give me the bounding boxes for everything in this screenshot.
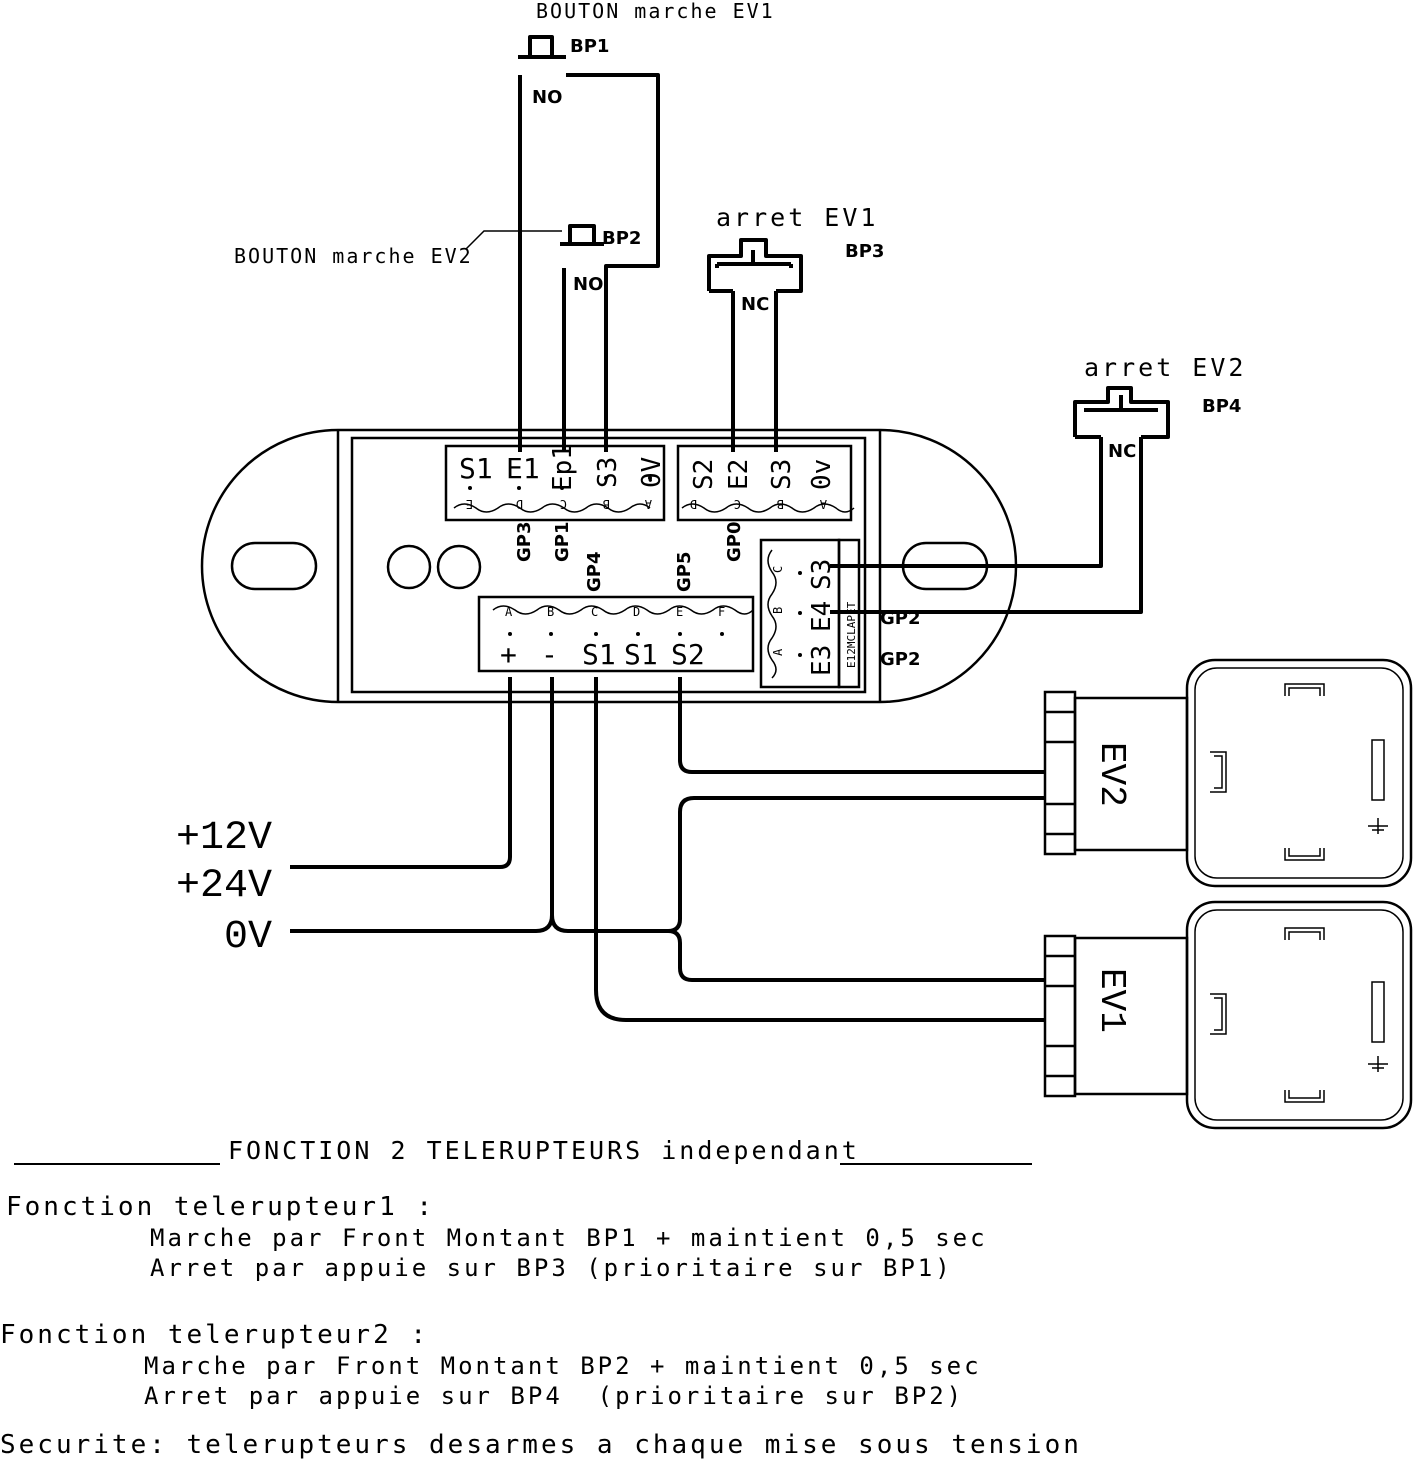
function2-line2: Arret par appuie sur BP4 (prioritaire su… xyxy=(144,1382,965,1410)
bp2-label: BP2 xyxy=(602,228,641,249)
letter-f-bottom: F xyxy=(718,605,725,619)
letter-b-side: B xyxy=(771,607,785,614)
letter-b-bottom: B xyxy=(547,605,554,619)
terminal-block-top-right xyxy=(676,444,855,522)
title-rule-right xyxy=(840,1163,1032,1165)
bp4-pushbutton-nc-icon xyxy=(1073,386,1170,439)
terminal-e1-top: E1 xyxy=(506,452,540,485)
gp1-label: GP1 xyxy=(552,522,573,563)
notes-title: FONCTION 2 TELERUPTEURS independant xyxy=(228,1136,860,1165)
terminal-s2-top: S2 xyxy=(689,459,719,490)
bp4-nc-label: NC xyxy=(1108,441,1136,462)
letter-e-top: E xyxy=(466,497,473,511)
terminal-s1-top: S1 xyxy=(459,452,493,485)
gp2-label-2: GP2 xyxy=(880,649,921,670)
terminal-plus-bottom: + xyxy=(500,638,517,671)
supply-0v-label: 0V xyxy=(224,915,272,960)
valve-ev2-label: EV2 xyxy=(1091,742,1132,807)
function1-heading: Fonction telerupteur1 : xyxy=(6,1192,436,1222)
gp3-label: GP3 xyxy=(514,522,535,563)
terminal-block-top-left xyxy=(444,444,666,522)
terminal-minus-bottom: - xyxy=(541,638,558,671)
wires-bottom xyxy=(290,677,1046,1022)
safety-note: Securite: telerupteurs desarmes a chaque… xyxy=(0,1430,1082,1460)
bp1-label: BP1 xyxy=(570,36,609,57)
function1-line2: Arret par appuie sur BP3 (prioritaire su… xyxy=(150,1254,953,1282)
letter-d-bottom: D xyxy=(633,605,640,619)
terminal-block-side xyxy=(759,538,861,689)
letter-d-top: D xyxy=(516,497,523,511)
function2-line1: Marche par Front Montant BP2 + maintient… xyxy=(144,1352,982,1380)
letter-b-top: B xyxy=(603,497,610,511)
letter-e-bottom: E xyxy=(676,605,683,619)
terminal-0v-top-left: 0V xyxy=(637,457,667,488)
bp3-pushbutton-nc-icon xyxy=(707,238,803,293)
terminal-s3-top-right: S3 xyxy=(767,459,797,490)
letter-c-bottom: C xyxy=(591,605,598,619)
terminal-s3-side: S3 xyxy=(807,559,837,590)
letter-d-top-right: D xyxy=(690,497,697,511)
terminal-s3-top-left: S3 xyxy=(593,457,623,488)
gp4-label: GP4 xyxy=(584,552,605,593)
valve-ev2-connector xyxy=(1043,658,1413,888)
terminal-dots-top-left xyxy=(468,476,652,490)
bp3-nc-label: NC xyxy=(741,294,769,315)
bp2-no-label: NO xyxy=(573,274,603,295)
letter-a-bottom: A xyxy=(505,605,513,619)
valve-ev1-connector xyxy=(1043,900,1413,1130)
letter-b-top-right: B xyxy=(777,497,784,511)
terminal-s1-bottom-1: S1 xyxy=(582,638,616,671)
wires-top xyxy=(518,73,1143,614)
terminal-0v-top-right: 0v xyxy=(807,459,837,490)
bp2-pushbutton-icon xyxy=(560,224,604,246)
supply-12v-label: +12V xyxy=(176,816,272,861)
bp1-no-label: NO xyxy=(532,87,562,108)
bp1-caption: BOUTON marche EV1 xyxy=(536,0,775,23)
terminal-s2-bottom: S2 xyxy=(671,638,705,671)
letter-a-top: A xyxy=(644,497,652,511)
bp2-leader-line xyxy=(465,230,562,250)
terminal-s1-bottom-2: S1 xyxy=(624,638,658,671)
bp3-label: BP3 xyxy=(845,241,884,262)
valve-ev1-label: EV1 xyxy=(1091,968,1132,1033)
function1-line1: Marche par Front Montant BP1 + maintient… xyxy=(150,1224,988,1252)
supply-24v-label: +24V xyxy=(176,864,272,909)
letter-a-side: A xyxy=(771,648,785,656)
letter-c-top-right: C xyxy=(734,497,741,511)
terminal-e3-side: E3 xyxy=(807,645,837,676)
letter-a-top-right: A xyxy=(819,497,827,511)
wiring-diagram: BOUTON marche EV1 BP1 NO BOUTON marche E… xyxy=(176,0,1413,1130)
bp4-caption: arret EV2 xyxy=(1084,353,1246,382)
terminal-e2-top: E2 xyxy=(724,459,754,490)
terminal-ep1-top: Ep1 xyxy=(548,444,578,491)
bp3-caption: arret EV1 xyxy=(716,203,878,232)
function2-heading: Fonction telerupteur2 : xyxy=(0,1320,430,1350)
terminal-block-bottom xyxy=(477,595,755,673)
function-notes: FONCTION 2 TELERUPTEURS independant Fonc… xyxy=(0,1130,1413,1460)
gp2-label-1: GP2 xyxy=(880,608,921,629)
gp5-label: GP5 xyxy=(674,552,695,593)
title-rule-left xyxy=(14,1163,220,1165)
terminal-e4-side: E4 xyxy=(807,601,837,632)
bp1-pushbutton-icon xyxy=(518,35,566,59)
gp0-label: GP0 xyxy=(724,522,745,563)
letter-c-top: C xyxy=(560,497,567,511)
bp4-label: BP4 xyxy=(1202,396,1241,417)
letter-c-side: C xyxy=(771,566,785,573)
controller-housing xyxy=(200,428,1018,704)
bp2-caption: BOUTON marche EV2 xyxy=(234,244,473,268)
side-module-label: E12MCLAPET xyxy=(845,601,858,668)
